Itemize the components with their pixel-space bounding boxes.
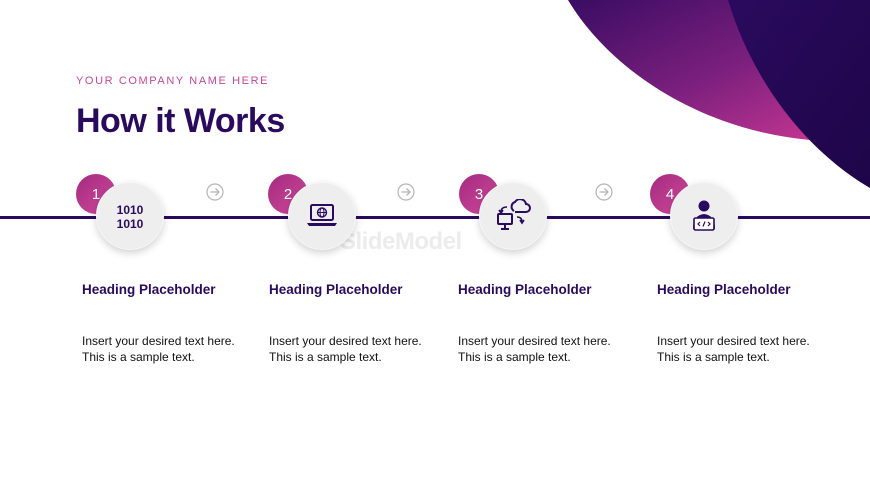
step-description: Insert your desired text here. This is a… — [657, 334, 810, 364]
arrow-right-icon — [397, 183, 415, 201]
page-title: How it Works — [76, 102, 285, 140]
step-4: 4 — [650, 174, 850, 374]
step-icon-circle — [288, 182, 356, 250]
step-description: Insert your desired text here. This is a… — [458, 334, 611, 364]
step-heading: Heading Placeholder — [657, 282, 791, 297]
laptop-globe-icon — [307, 204, 337, 226]
watermark-logo: SlideModel — [340, 228, 462, 255]
arrow-right-icon — [595, 183, 613, 201]
step-2: 2 — [268, 174, 468, 374]
step-heading: Heading Placeholder — [458, 282, 592, 297]
step-heading: Heading Placeholder — [269, 282, 403, 297]
company-name: YOUR COMPANY NAME HERE — [76, 75, 270, 87]
cloud-sync-monitor-icon — [497, 199, 531, 230]
timeline-line — [0, 216, 870, 219]
step-icon-circle — [670, 182, 738, 250]
step-description: Insert your desired text here. This is a… — [269, 334, 422, 364]
step-heading: Heading Placeholder — [82, 282, 216, 297]
step-icon-circle: 1010 1010 — [96, 182, 164, 250]
step-1: 1 1010 1010 — [76, 174, 276, 374]
step-3: 3 — [459, 174, 659, 374]
developer-laptop-icon — [693, 200, 715, 231]
svg-text:1010: 1010 — [117, 203, 144, 217]
arrow-right-icon — [206, 183, 224, 201]
svg-text:1010: 1010 — [117, 217, 144, 231]
step-icon-circle — [479, 182, 547, 250]
binary-code-icon: 1010 1010 — [117, 203, 144, 231]
step-description: Insert your desired text here. This is a… — [82, 334, 235, 364]
